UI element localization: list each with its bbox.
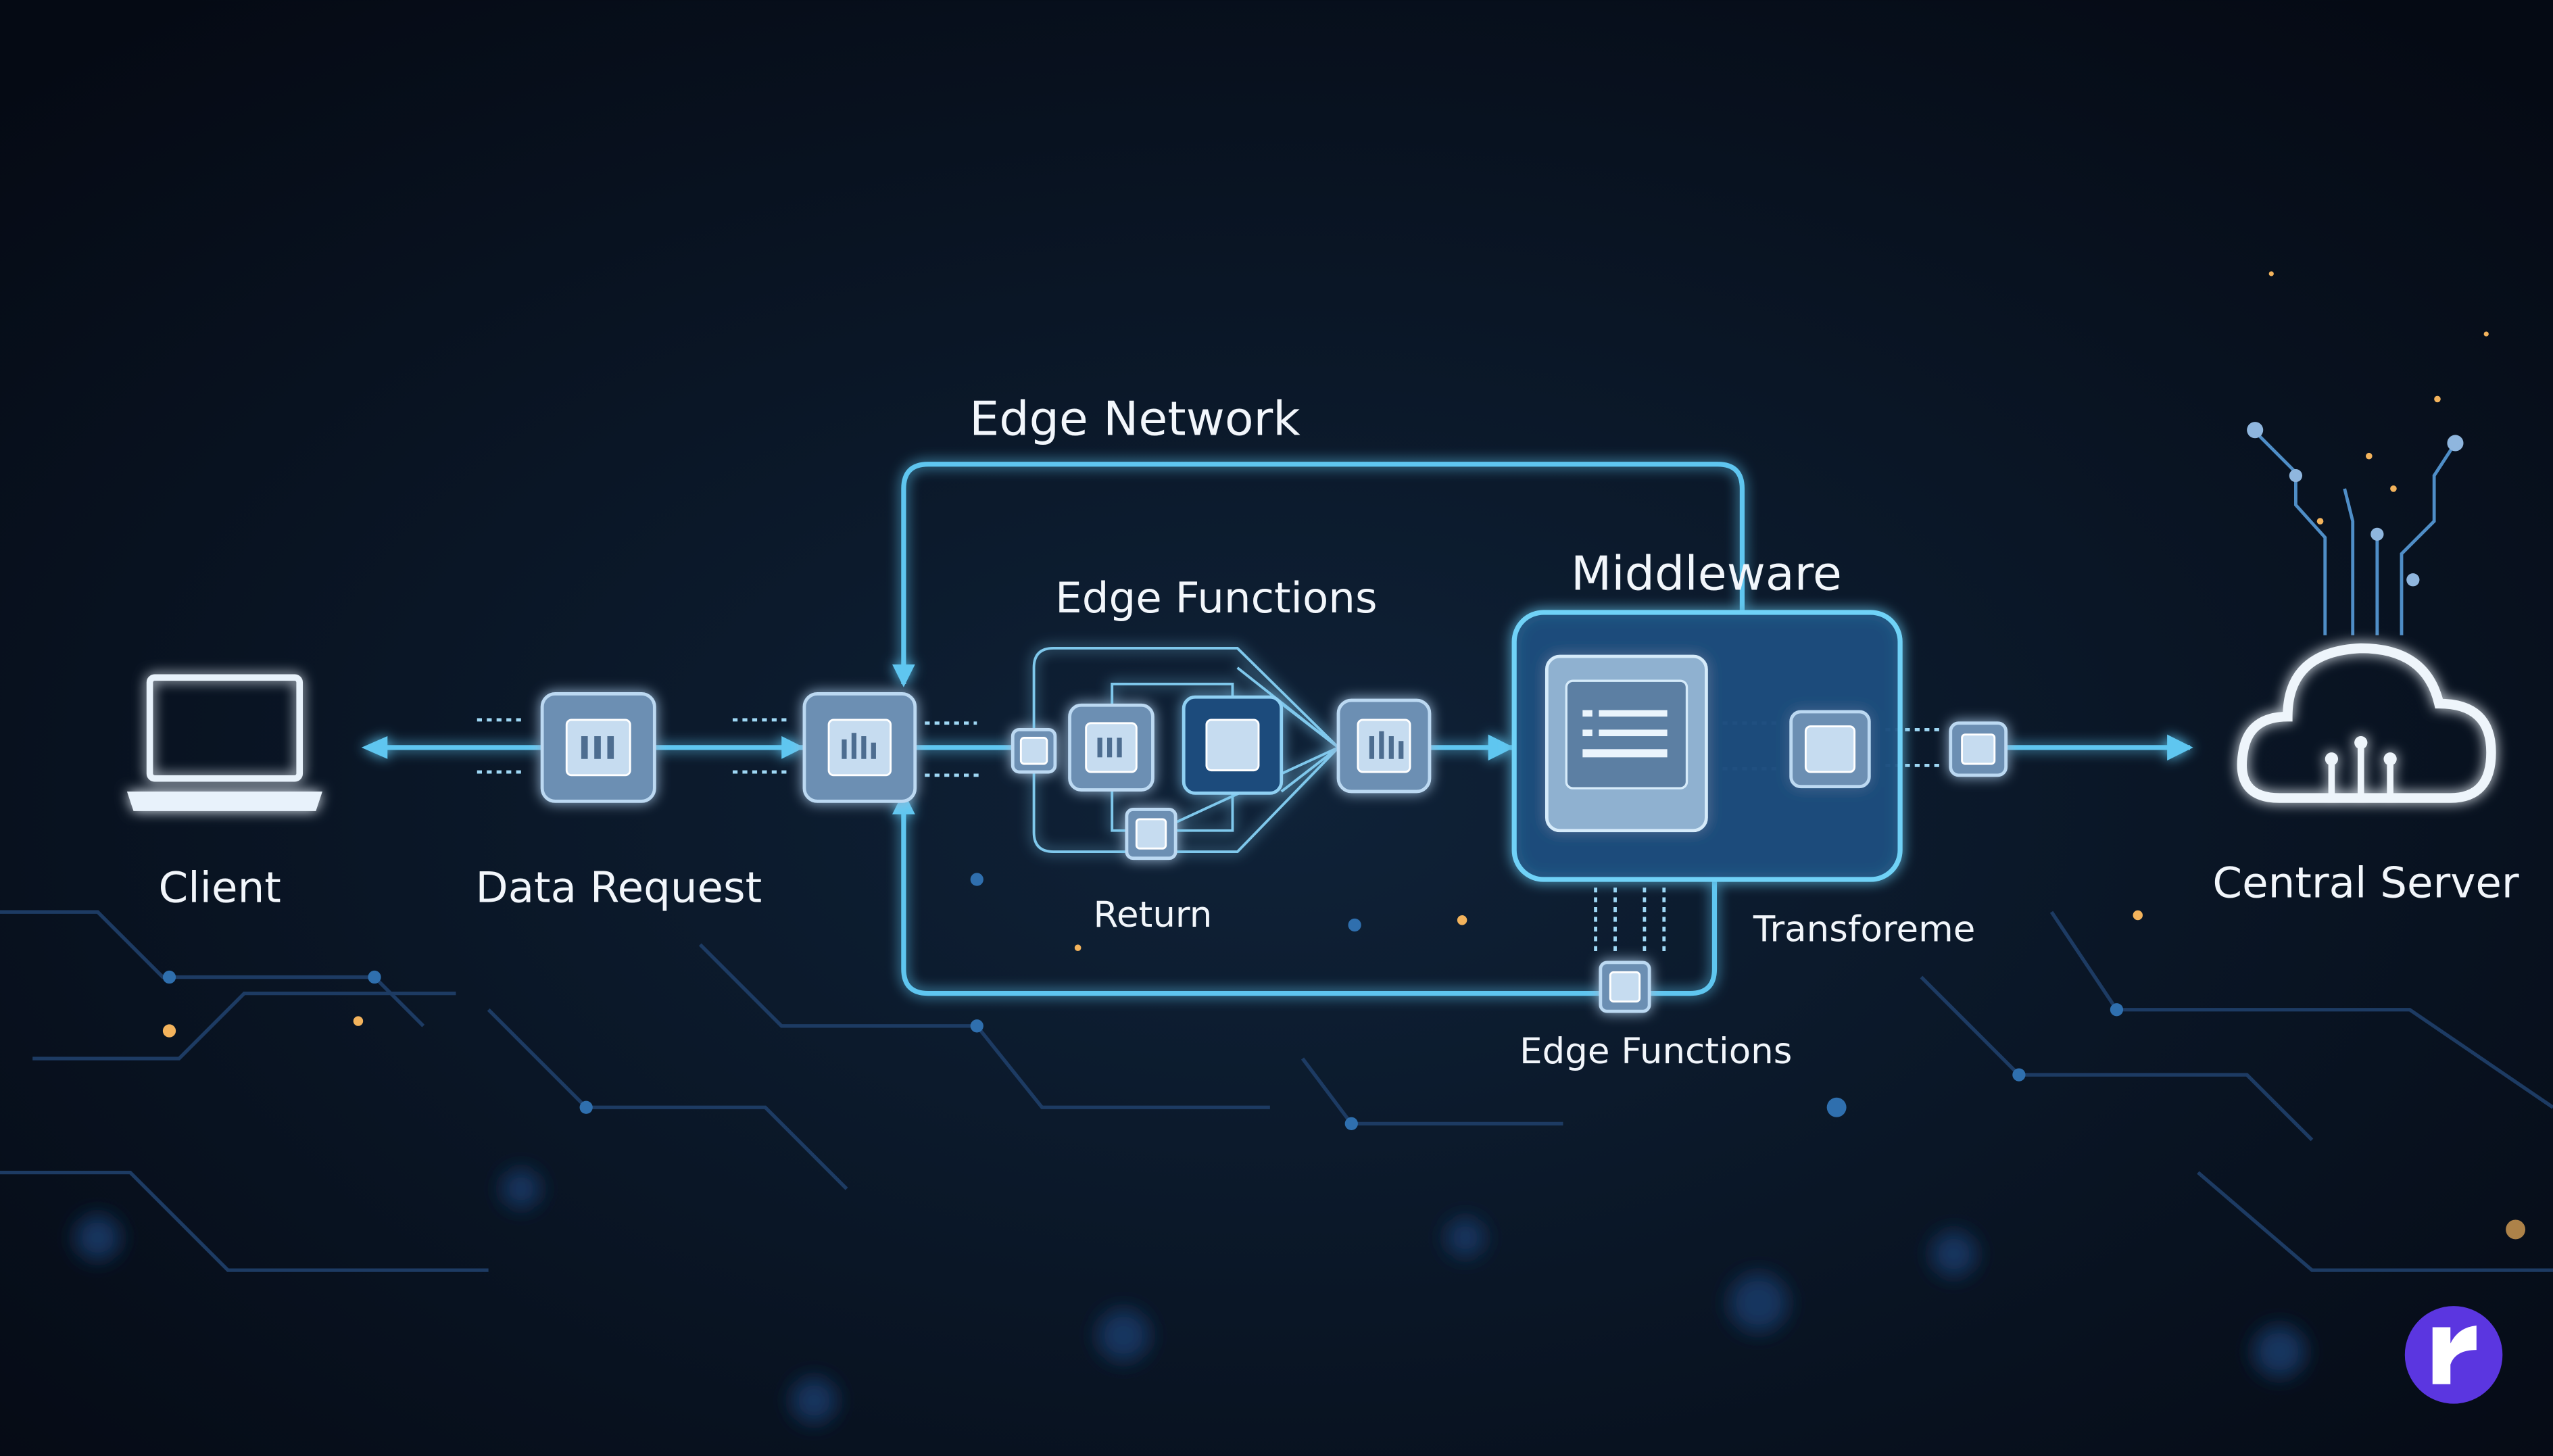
edge-function-node[interactable] (1182, 695, 1284, 795)
data-request-label: Data Request (475, 863, 762, 913)
outbound-node[interactable] (1949, 721, 2008, 777)
edge-functions-top-label: Edge Functions (1055, 573, 1377, 623)
arrow-right-icon (2167, 734, 2193, 761)
edge-network-title: Edge Network (969, 391, 1300, 446)
return-label: Return (1094, 894, 1213, 936)
circuit-tree (2254, 430, 2457, 635)
arrow-right-icon (781, 736, 804, 759)
main-flow (361, 734, 2193, 761)
edge-functions-bottom-label: Edge Functions (1519, 1031, 1792, 1072)
arrow-left-icon (361, 736, 388, 759)
circuit-background (0, 873, 2553, 1424)
list-icon (1582, 710, 1668, 758)
brand-logo (2404, 1306, 2503, 1404)
arrow-down-icon (892, 664, 915, 687)
edge-network-loop (892, 462, 1745, 996)
transform-label: Transforeme (1753, 909, 1976, 950)
return-node[interactable] (1125, 808, 1177, 860)
central-server-label: Central Server (2212, 858, 2519, 908)
laptop-icon (126, 674, 322, 811)
middleware-panel[interactable] (1511, 610, 1903, 882)
edge-functions-bottom-node[interactable] (1599, 961, 1651, 1013)
arrow-right-icon (1488, 734, 1515, 761)
data-request-node[interactable] (540, 692, 656, 803)
cloud-icon (2237, 643, 2496, 803)
edge-entry-node[interactable] (802, 692, 917, 803)
edge-function-node[interactable] (1068, 703, 1154, 792)
arrow-up-icon (892, 791, 915, 815)
client-label: Client (159, 863, 281, 913)
edge-exit-node[interactable] (1336, 698, 1432, 794)
edge-functions-cluster (1011, 647, 1340, 860)
middleware-label: Middleware (1571, 546, 1842, 601)
